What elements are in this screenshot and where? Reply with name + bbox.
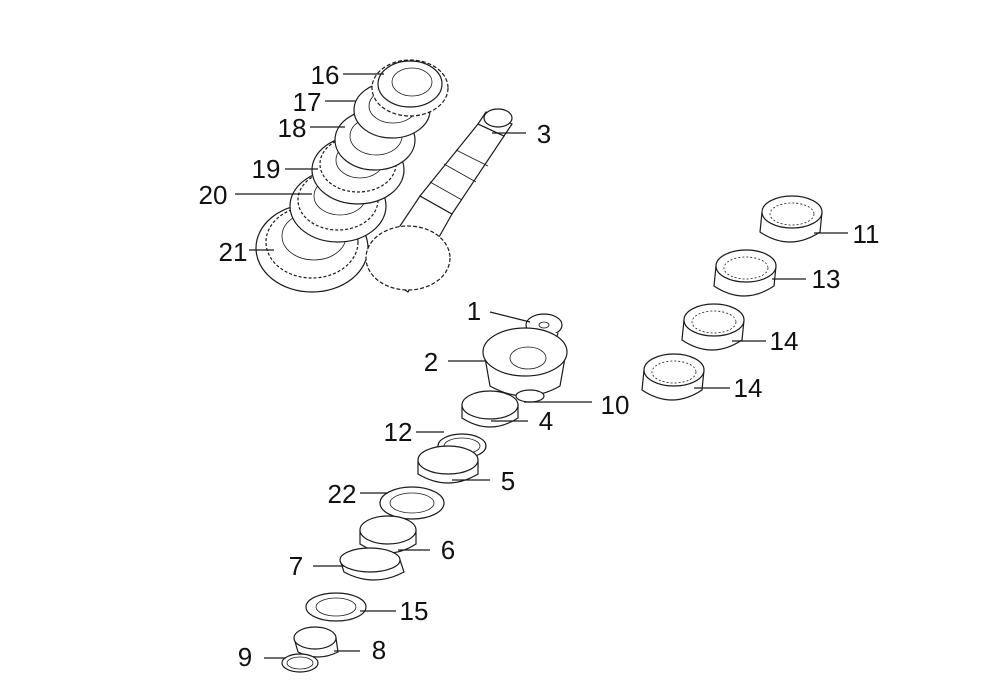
callout-1: 1 [467,296,481,326]
shaft-3 [365,108,513,293]
bearing-14b [641,353,705,401]
part-7-bushing [339,547,405,581]
part-9-ring [281,653,319,673]
callout-13: 13 [812,264,841,294]
callout-14: 14 [734,373,763,403]
gear-stack [255,59,449,293]
callout-7: 7 [289,551,303,581]
part-5-bushing [417,445,479,484]
part-22-washer [379,486,445,520]
part-6-bushing [359,515,417,554]
callout-15: 15 [400,596,429,626]
part-10-washer [515,389,545,403]
callout-22: 22 [328,479,357,509]
callout-18: 18 [278,113,307,143]
part-8-bushing [293,626,339,658]
callout-12: 12 [384,417,413,447]
callout-11: 11 [853,219,880,249]
callout-10: 10 [601,390,630,420]
part-15-washer [305,592,367,622]
gear-16 [371,59,449,117]
leader-lines [235,73,848,659]
part-2-housing [482,327,568,397]
callout-21: 21 [219,237,248,267]
callout-20: 20 [199,180,228,210]
callout-4: 4 [539,406,553,436]
callout-19: 19 [252,154,281,184]
bearing-14a [681,303,745,351]
callout-14: 14 [770,326,799,356]
callout-2: 2 [424,347,438,377]
callout-8: 8 [372,635,386,665]
callout-5: 5 [501,466,515,496]
callout-16: 16 [311,60,340,90]
bearing-11 [759,195,823,243]
callout-6: 6 [441,535,455,565]
callout-3: 3 [537,119,551,149]
callout-labels: 16 17 18 19 20 21 3 1 2 10 4 12 5 22 6 7… [199,60,880,672]
bearing-13 [713,249,777,297]
callout-9: 9 [238,642,252,672]
callout-17: 17 [293,87,322,117]
